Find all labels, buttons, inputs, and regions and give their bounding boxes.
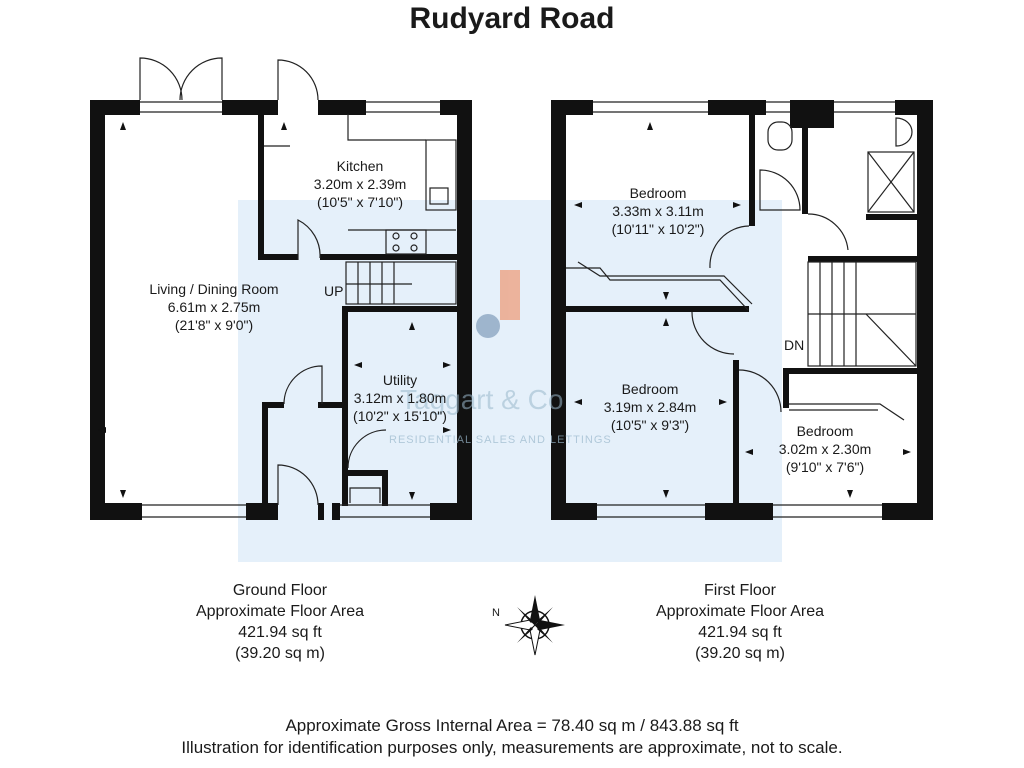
- room-imperial: (10'11" x 10'2"): [611, 221, 705, 237]
- watermark-logo: [476, 270, 520, 338]
- room-name: Living / Dining Room: [149, 281, 279, 297]
- room-metric: 3.02m x 2.30m: [778, 441, 872, 457]
- disclaimer: Illustration for identification purposes…: [181, 738, 843, 757]
- watermark-overlay: [238, 200, 782, 562]
- floor-area-sqm: (39.20 sq m): [235, 645, 325, 662]
- room-bedroom-3: Bedroom 3.02m x 2.30m (9'10" x 7'6"): [750, 422, 900, 476]
- room-imperial: (10'2" x 15'10"): [353, 408, 447, 424]
- plan-title: Rudyard Road: [409, 2, 615, 35]
- floor-area-sqft: 421.94 sq ft: [698, 624, 782, 641]
- ground-floor-walls: [90, 100, 472, 520]
- stairs-down-label: DN: [784, 337, 805, 353]
- room-metric: 3.20m x 2.39m: [313, 176, 407, 192]
- gross-internal-area: Approximate Gross Internal Area = 78.40 …: [285, 716, 739, 735]
- room-name: Bedroom: [621, 381, 679, 397]
- room-imperial: (9'10" x 7'6"): [785, 459, 865, 475]
- floor-area-label: Approximate Floor Area: [195, 603, 365, 620]
- compass-rose: [504, 595, 565, 656]
- room-name: Utility: [382, 372, 418, 388]
- compass-north-label: N: [492, 607, 500, 619]
- floor-area-label: Approximate Floor Area: [655, 603, 825, 620]
- first-floor-dimension-ticks: [574, 122, 911, 498]
- room-metric: 3.19m x 2.84m: [603, 399, 697, 415]
- room-utility: Utility 3.12m x 1.80m (10'2" x 15'10"): [330, 371, 470, 425]
- room-metric: 6.61m x 2.75m: [167, 299, 261, 315]
- ground-floor-fixtures: [139, 57, 457, 518]
- ground-floor-area: Ground Floor Approximate Floor Area 421.…: [160, 580, 400, 664]
- floor-name: Ground Floor: [232, 582, 328, 599]
- first-floor-area: First Floor Approximate Floor Area 421.9…: [620, 580, 860, 664]
- first-floor-walls: [551, 100, 933, 520]
- stairs-up-label: UP: [324, 283, 344, 299]
- room-metric: 3.12m x 1.80m: [353, 390, 447, 406]
- room-name: Bedroom: [796, 423, 854, 439]
- room-living-dining: Living / Dining Room 6.61m x 2.75m (21'8…: [114, 280, 314, 334]
- room-imperial: (10'5" x 7'10"): [316, 194, 404, 210]
- floor-name: First Floor: [704, 582, 776, 599]
- ground-floor-dimension-ticks: [98, 122, 451, 500]
- first-floor-fixtures: [566, 101, 917, 518]
- floor-area-sqft: 421.94 sq ft: [238, 624, 322, 641]
- room-metric: 3.33m x 3.11m: [612, 203, 704, 219]
- room-imperial: (21'8" x 9'0"): [174, 317, 254, 333]
- room-name: Bedroom: [629, 185, 687, 201]
- watermark-subtitle: RESIDENTIAL SALES AND LETTINGS: [389, 434, 612, 446]
- room-bedroom-2: Bedroom 3.19m x 2.84m (10'5" x 9'3"): [570, 380, 730, 434]
- room-kitchen: Kitchen 3.20m x 2.39m (10'5" x 7'10"): [280, 157, 440, 211]
- watermark-name: Taggart & Co: [400, 384, 564, 415]
- floor-area-sqm: (39.20 sq m): [695, 645, 785, 662]
- room-imperial: (10'5" x 9'3"): [610, 417, 690, 433]
- room-bedroom-1: Bedroom 3.33m x 3.11m (10'11" x 10'2"): [578, 184, 738, 238]
- room-name: Kitchen: [336, 158, 384, 174]
